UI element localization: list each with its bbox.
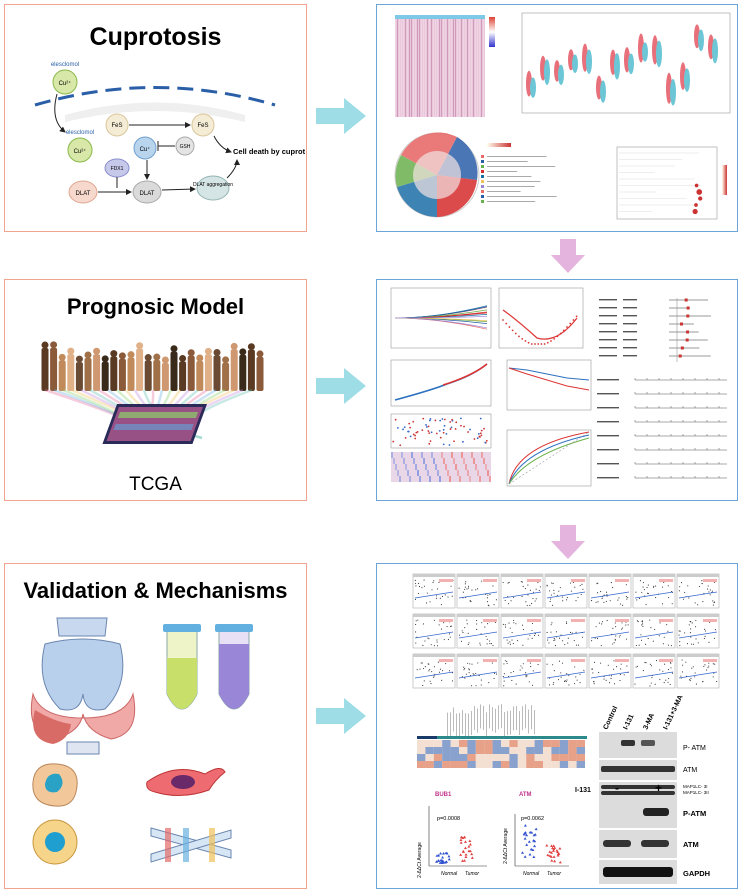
prognostic-title: Prognosic Model — [66, 294, 245, 319]
validation-results-figure: Control I-131 3-MA I-131+3-MA P- ATM ATM… — [412, 573, 720, 884]
elesclomol-top-label: elesclomol — [51, 62, 79, 68]
western-blot-1: Control I-131 3-MA I-131+3-MA P- ATM ATM… — [599, 694, 709, 798]
chord-diagram — [394, 132, 557, 218]
cuprotosis-title: Cuprotosis — [89, 23, 222, 51]
validation-illustration — [30, 617, 253, 865]
wb1-band-lc3i: MAP1LC- 3I — [683, 784, 708, 789]
cuprotosis-panel: Cuprotosis Cu²⁺ elesclomol Cu²⁺ elesclom… — [4, 4, 307, 232]
nomogram — [597, 378, 727, 479]
cu-plus-label: Cu⁺ — [140, 146, 151, 153]
fes-b-label: FeS — [197, 123, 208, 129]
immune-heatmap — [417, 704, 587, 768]
cuprotosis-diagram: Cu²⁺ elesclomol Cu²⁺ elesclomol FDX1 FeS… — [34, 62, 305, 204]
thyroid-illustration — [30, 617, 136, 755]
validation-panel: Validation & Mechanisms — [4, 563, 307, 889]
risk-heatmap — [391, 452, 491, 482]
arrow-down-1 — [551, 239, 585, 273]
chromosome-illustration — [150, 827, 232, 863]
dotplot-bub1-title: BUB1 — [435, 792, 452, 798]
wb1-lane-i131: I-131 — [622, 713, 635, 731]
roc-plot — [506, 429, 592, 487]
dotplot-atm-normal: Normal — [523, 871, 540, 877]
enrichment-bubble-plot — [616, 146, 727, 220]
dotplot-bub1-ylabel: 2-ΔΔCt Average — [417, 842, 423, 878]
wb1-band-atm: ATM — [683, 767, 697, 774]
tcga-caption: TCGA — [129, 474, 182, 495]
wb1-band-patm: P- ATM — [683, 745, 706, 752]
dlat-aggr-label: DLAT aggregation — [193, 182, 233, 188]
wb2-band-atm: ATM — [683, 840, 699, 849]
sample-tubes-illustration — [163, 624, 253, 710]
dlat-left-label: DLAT — [76, 191, 91, 197]
prognostic-panel: Prognosic Model TCGA — [4, 279, 307, 501]
correlation-scatter-grid — [412, 573, 720, 689]
wb2-band-patm: P-ATM — [683, 809, 706, 818]
validation-title: Validation & Mechanisms — [23, 578, 288, 603]
wb2-lane-minus: - — [615, 781, 619, 795]
cuprotosis-results-panel — [376, 4, 738, 232]
prognostic-results-panel — [376, 279, 738, 501]
arrow-right-1 — [316, 98, 366, 134]
forest-plot — [599, 298, 711, 362]
western-blot-2: I-131 - + P-ATM ATM GAPDH — [575, 781, 710, 884]
wb1-band-lc3ii: MAP1LC- 3II — [683, 790, 709, 795]
wb1-lane-i131-3ma: I-131+3-MA — [662, 694, 684, 731]
cu2-mid-label: Cu²⁺ — [74, 148, 87, 155]
fes-a-label: FeS — [111, 123, 122, 129]
dotplot-atm: ATM p=0.0062 2-ΔΔCt Average Normal Tumor — [503, 792, 569, 877]
tcga-illustration — [41, 341, 264, 444]
fdx1-label: FDX1 — [111, 166, 124, 172]
km-survival-plot — [506, 359, 592, 411]
arrow-right-3 — [316, 698, 366, 734]
dotplot-bub1-tumor: Tumor — [465, 871, 479, 877]
lasso-coefficient-plot — [390, 287, 492, 349]
cell-illustrations — [32, 763, 226, 865]
dotplot-atm-title: ATM — [519, 792, 532, 798]
risk-score-curve — [390, 359, 492, 407]
wb1-lane-control: Control — [602, 705, 619, 731]
arrow-down-2 — [551, 525, 585, 559]
violin-plot — [521, 12, 731, 114]
cuprotosis-results-figure — [394, 12, 731, 220]
wb2-treatment-label: I-131 — [575, 787, 591, 794]
cu2-top-label: Cu²⁺ — [59, 80, 72, 87]
dotplot-atm-tumor: Tumor — [547, 871, 561, 877]
cell-death-label: Cell death by cuprotosis — [233, 147, 305, 156]
dotplot-bub1: BUB1 p=0.0008 2-ΔΔCt Average Normal Tumo… — [417, 792, 487, 878]
survival-status-scatter — [390, 413, 492, 449]
prognostic-results-figure — [390, 287, 727, 487]
arrow-right-2 — [316, 368, 366, 404]
gsh-label: GSH — [180, 144, 191, 150]
wb2-band-gapdh: GAPDH — [683, 869, 710, 878]
validation-results-panel: Control I-131 3-MA I-131+3-MA P- ATM ATM… — [376, 563, 738, 889]
elesclomol-mid-label: elesclomol — [66, 130, 94, 136]
dotplot-bub1-pvalue: p=0.0008 — [437, 816, 460, 822]
expression-heatmap — [395, 15, 495, 117]
wb1-lane-3ma: 3-MA — [642, 712, 656, 730]
dotplot-atm-pvalue: p=0.0062 — [521, 816, 544, 822]
dlat-mid-label: DLAT — [140, 191, 155, 197]
dotplot-atm-ylabel: 2-ΔΔCt Average — [503, 828, 509, 864]
wb2-lane-plus: + — [655, 781, 662, 795]
lasso-cv-plot — [498, 287, 584, 349]
dotplot-bub1-normal: Normal — [441, 871, 458, 877]
